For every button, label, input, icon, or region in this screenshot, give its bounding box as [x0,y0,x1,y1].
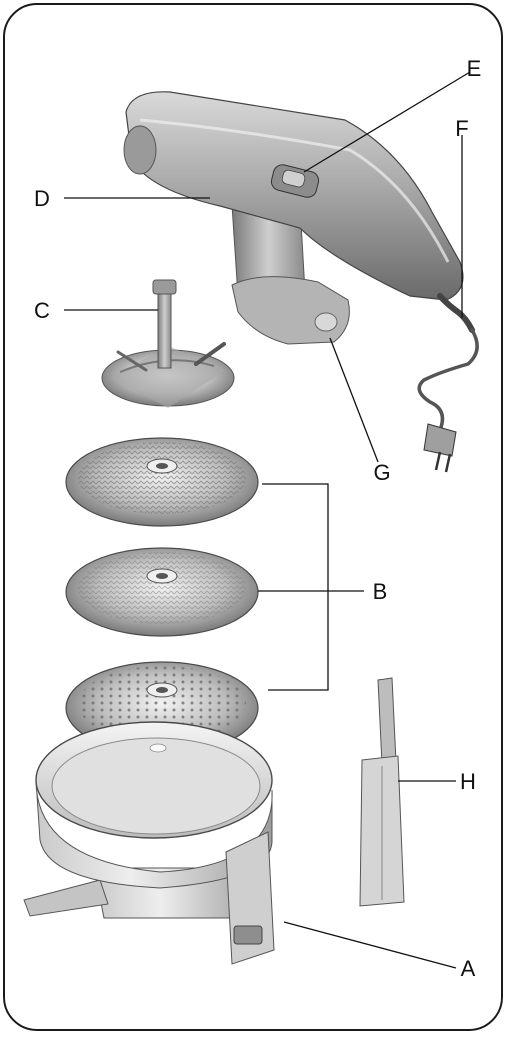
label-e: E [467,56,482,81]
agitator-blade [102,280,234,408]
label-f: F [455,116,468,141]
cutting-disc-2 [66,548,258,636]
spatula [360,678,404,906]
cutting-disc-1 [66,438,258,526]
motor-unit [124,92,477,472]
label-c: C [34,298,50,323]
label-h: H [460,769,476,794]
leader-b-bracket [262,484,328,690]
bowl [24,722,274,964]
leader-g [330,338,378,462]
label-d: D [34,186,50,211]
leader-a [284,922,456,968]
label-g: G [373,460,390,485]
label-b: B [373,579,388,604]
label-a: A [461,956,476,981]
